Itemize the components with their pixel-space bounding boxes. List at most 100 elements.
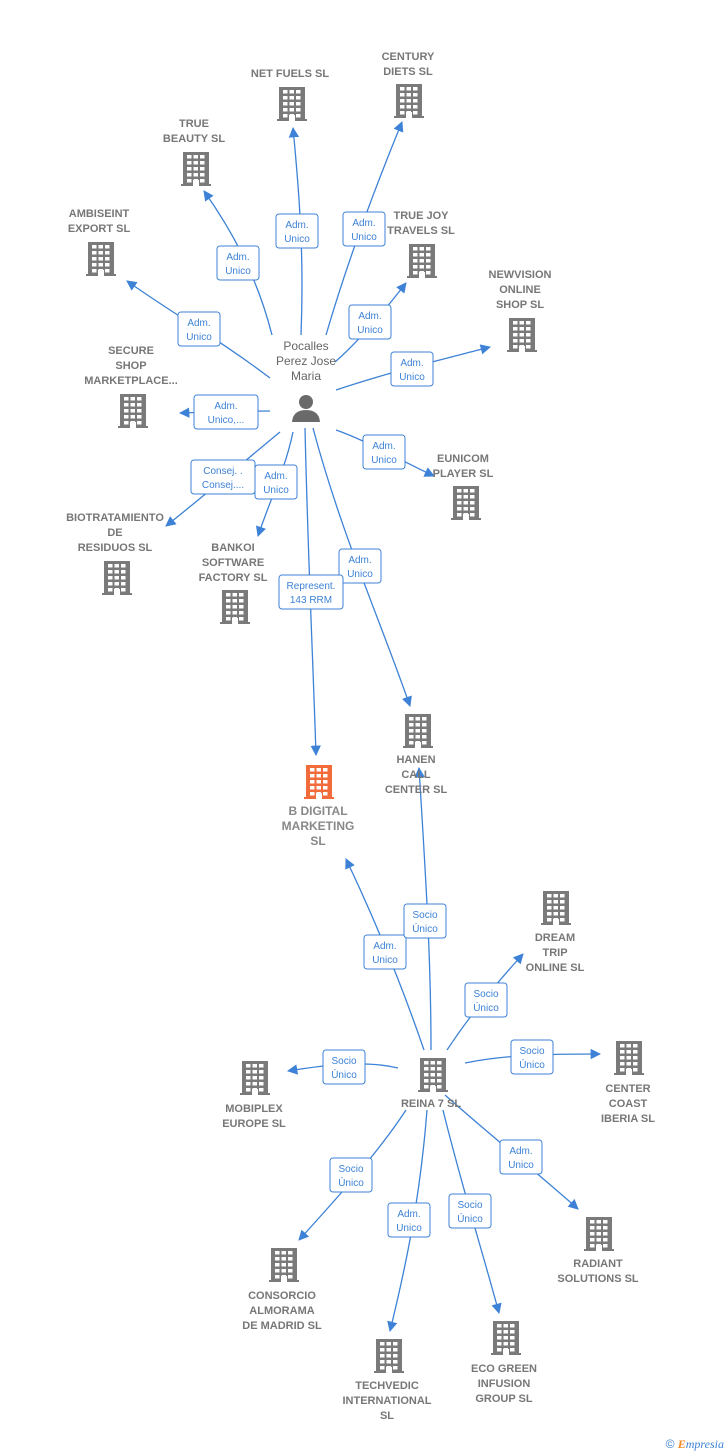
building-icon[interactable] (374, 1339, 404, 1373)
building-icon[interactable] (394, 84, 424, 118)
building-icon[interactable] (220, 590, 250, 624)
role-label-line: Consej. . (203, 466, 242, 477)
role-box-e_true_joy[interactable]: Adm.Unico (348, 304, 392, 340)
building-icon[interactable] (240, 1061, 270, 1095)
building-icon[interactable] (541, 891, 571, 925)
role-label: Adm.Unico (351, 218, 377, 243)
role-label-line: Único (519, 1058, 545, 1071)
role-box-e_bdigital_person[interactable]: Represent.143 RRM (278, 574, 344, 610)
node-label-line: ONLINE (499, 284, 541, 296)
node-label-line: SHOP SL (496, 299, 544, 311)
role-label: Adm.Unico (284, 220, 310, 245)
node-label-line: SOLUTIONS SL (557, 1273, 639, 1285)
role-label-line: Unico (372, 955, 398, 966)
node-label-line: DE (107, 527, 122, 539)
building-icon[interactable] (451, 486, 481, 520)
building-icon[interactable] (491, 1321, 521, 1355)
role-label-line: Socio (331, 1056, 356, 1067)
node-label-line: CALL (401, 769, 431, 781)
role-box-e_secure[interactable]: Adm.Unico,... (193, 394, 259, 430)
brand-logo[interactable]: Empresia (677, 1437, 724, 1451)
role-box-e_ambiseint[interactable]: Adm.Unico (177, 311, 221, 347)
building-icon[interactable] (407, 244, 437, 278)
role-label-line: Unico (399, 372, 425, 383)
building-icon[interactable] (118, 394, 148, 428)
role-label-line: Socio (412, 910, 437, 921)
node-label-line: GROUP SL (475, 1393, 533, 1405)
role-label-line: Adm. (214, 401, 237, 412)
role-label-line: Unico (186, 332, 212, 343)
building-icon[interactable] (614, 1041, 644, 1075)
role-label: Consej. .Consej.... (202, 466, 244, 491)
role-box-e_techvedic[interactable]: Adm.Unico (387, 1202, 431, 1238)
roles-layer: Adm.UnicoAdm.UnicoAdm.UnicoAdm.UnicoAdm.… (177, 211, 554, 1238)
role-box-e_biotrat[interactable]: Consej. .Consej.... (190, 459, 256, 495)
role-label: Adm.Unico (508, 1146, 534, 1171)
building-icon[interactable] (403, 714, 433, 748)
building-icon[interactable] (102, 561, 132, 595)
node-label-line: CENTER SL (385, 784, 448, 796)
building-icon[interactable] (418, 1058, 448, 1092)
building-icon[interactable] (269, 1248, 299, 1282)
role-box-e_bdigital_reina[interactable]: Adm.Unico (363, 934, 407, 970)
role-box-e_net_fuels[interactable]: Adm.Unico (275, 213, 319, 249)
role-box-e_radiant[interactable]: Adm.Unico (499, 1139, 543, 1175)
building-icon[interactable] (507, 318, 537, 352)
role-box-e_bankoi[interactable]: Adm.Unico (254, 464, 298, 500)
node-label-line: DREAM (535, 932, 575, 944)
building-icon[interactable] (86, 242, 116, 276)
node-reina7[interactable]: REINA 7 SL (401, 1058, 461, 1110)
role-box-e_century[interactable]: Adm.Unico (342, 211, 386, 247)
role-box-e_hanen[interactable]: Adm.Unico (338, 548, 382, 584)
role-label-line: Adm. (400, 358, 423, 369)
node-label-line: CENTURY (382, 51, 435, 63)
node-label-line: TRAVELS SL (387, 225, 455, 237)
building-icon[interactable] (584, 1217, 614, 1251)
role-box-e_eunicom[interactable]: Adm.Unico (362, 434, 406, 470)
node-label-line: RESIDUOS SL (78, 542, 153, 554)
role-box-e_newvision[interactable]: Adm. Unico (390, 351, 434, 387)
role-box-e_true_beauty[interactable]: Adm.Unico (216, 245, 260, 281)
building-icon[interactable] (304, 765, 334, 799)
node-net_fuels[interactable]: NET FUELS SL (251, 68, 330, 121)
building-icon[interactable] (181, 152, 211, 186)
building-icon[interactable] (277, 87, 307, 121)
person-icon[interactable] (292, 395, 320, 422)
node-label-line: EUNICOM (437, 453, 489, 465)
role-label: Adm. Unico (399, 358, 425, 383)
role-label-line: Adm. (352, 218, 375, 229)
node-label-line: CONSORCIO (248, 1290, 316, 1302)
